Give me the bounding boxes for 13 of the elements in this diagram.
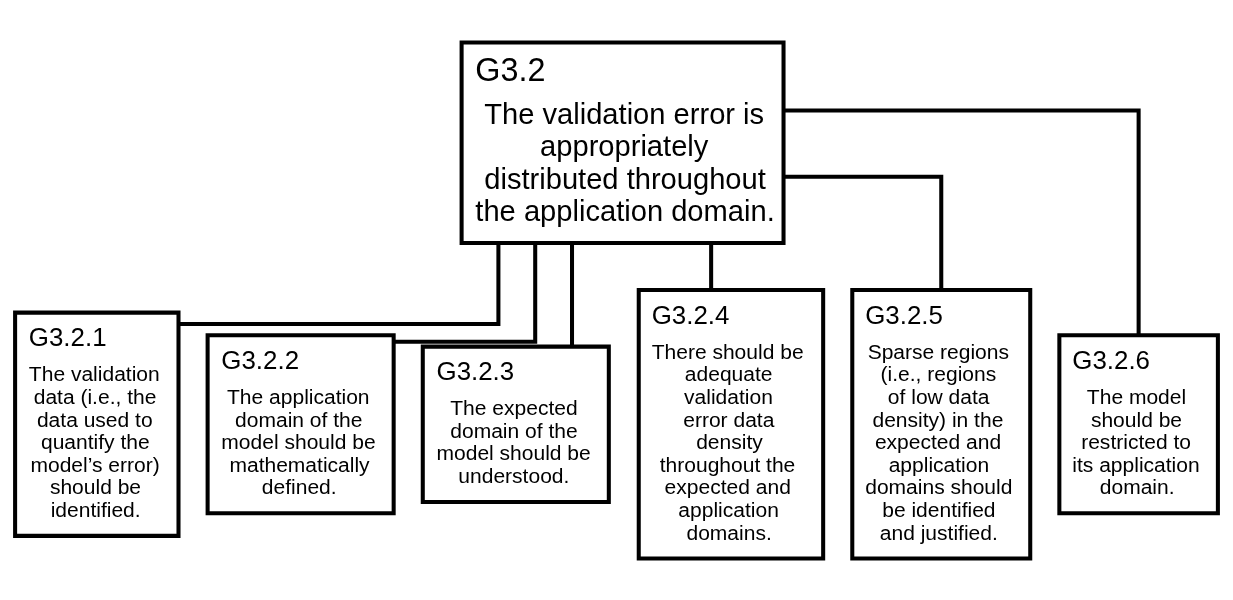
connector (783, 107, 1141, 335)
node-box: G3.2.6 The model should be restricted to its application domain. (1057, 332, 1220, 515)
connector (570, 243, 575, 346)
node-box: G3.2.4 There should be adequate validation error data density throughout the expected and application domains. (636, 287, 826, 561)
connector (709, 243, 714, 290)
node-box: G3.2.1 The validation data (i.e., the data used to quantify the model’s error) should be identified. (13, 310, 181, 538)
node-box: G3.2 The validation error is appropriately distributed throughout the application domain. (459, 39, 786, 245)
connector (394, 242, 538, 344)
node-box: G3.2.2 The application domain of the model should be mathematically defined. (205, 332, 396, 515)
connector (783, 174, 944, 290)
node-box: G3.2.3 The expected domain of the model should be understood. (420, 344, 611, 504)
node-box: G3.2.5 Sparse regions (i.e., regions of low data density) in the expected and application domains should be identified and justified. (850, 287, 1033, 561)
connector (178, 242, 501, 326)
